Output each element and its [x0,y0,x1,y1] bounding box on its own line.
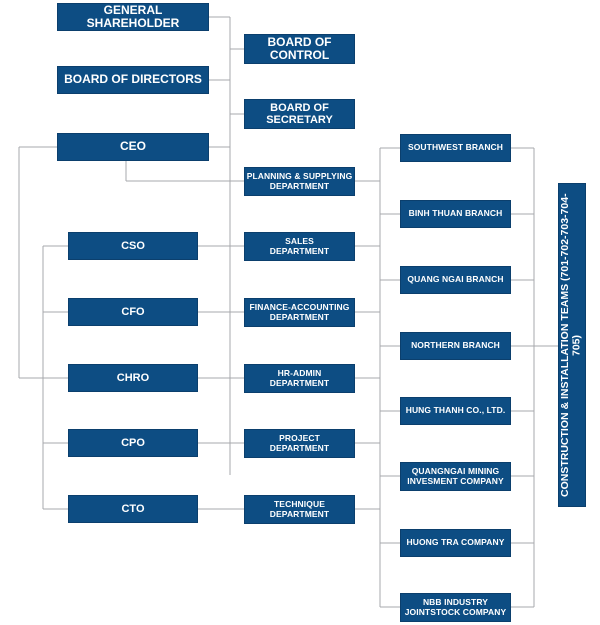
branch-line1: BINH THUAN BRANCH [408,208,503,219]
chief-box-cto: CTO [68,495,198,523]
department-line1: SALES [285,236,314,247]
branch-box-nbb-industry: NBB INDUSTRY JOINTSTOCK COMPANY [400,593,511,622]
department-box-project: PROJECT DEPARTMENT [244,429,355,458]
department-line1: PROJECT [279,433,320,444]
department-line2: DEPARTMENT [269,442,330,453]
branch-box-quangngai-mining: QUANGNGAI MINING INVESMENT COMPANY [400,462,511,491]
department-line1: PLANNING & SUPPLYING [246,171,353,182]
department-line2: DEPARTMENT [269,311,330,322]
branch-line1: SOUTHWEST BRANCH [407,142,504,153]
department-box-finance: FINANCE-ACCOUNTING DEPARTMENT [244,298,355,327]
department-line2: DEPARTMENT [269,180,330,191]
board-of-directors-box: BOARD OF DIRECTORS [57,66,209,94]
branch-line2: JOINTSTOCK COMPANY [404,606,507,617]
branch-line1: QUANG NGAI BRANCH [407,274,504,285]
department-line1: FINANCE-ACCOUNTING [249,302,350,313]
branch-box-quang-ngai: QUANG NGAI BRANCH [400,266,511,294]
branch-line2: INVESMENT COMPANY [407,475,504,486]
ceo-box: CEO [57,133,209,161]
department-line2: DEPARTMENT [269,245,330,256]
branch-box-binh-thuan: BINH THUAN BRANCH [400,200,511,228]
construction-teams-box: CONSTRUCTION & INSTALLATION TEAMS (701-7… [558,183,586,507]
branch-line1: HUONG TRA COMPANY [406,537,505,548]
branch-box-huong-tra: HUONG TRA COMPANY [400,529,511,557]
chief-box-cpo: CPO [68,429,198,457]
board-of-control-box: BOARD OF CONTROL [244,34,355,64]
branch-box-northern: NORTHERN BRANCH [400,332,511,360]
chief-box-chro: CHRO [68,364,198,392]
branch-line1: HUNG THANH CO., LTD. [405,405,506,416]
department-box-hr-admin: HR-ADMIN DEPARTMENT [244,364,355,393]
construction-teams-label: CONSTRUCTION & INSTALLATION TEAMS (701-7… [559,193,583,497]
chief-box-cfo: CFO [68,298,198,326]
branch-line1: NORTHERN BRANCH [411,340,500,351]
board-of-secretary-box: BOARD OF SECRETARY [244,99,355,129]
branch-line1: NBB INDUSTRY [422,597,489,608]
department-line1: HR-ADMIN [277,368,322,379]
department-box-technique: TECHNIQUE DEPARTMENT [244,495,355,524]
branch-box-southwest: SOUTHWEST BRANCH [400,134,511,162]
department-box-planning: PLANNING & SUPPLYING DEPARTMENT [244,167,355,196]
department-line1: TECHNIQUE [274,499,325,510]
department-line2: DEPARTMENT [269,508,330,519]
branch-box-hung-thanh: HUNG THANH CO., LTD. [400,397,511,425]
department-box-sales: SALES DEPARTMENT [244,232,355,261]
branch-line1: QUANGNGAI MINING [411,466,500,477]
general-shareholder-box: GENERAL SHAREHOLDER [57,3,209,31]
department-line2: DEPARTMENT [269,377,330,388]
chief-box-cso: CSO [68,232,198,260]
